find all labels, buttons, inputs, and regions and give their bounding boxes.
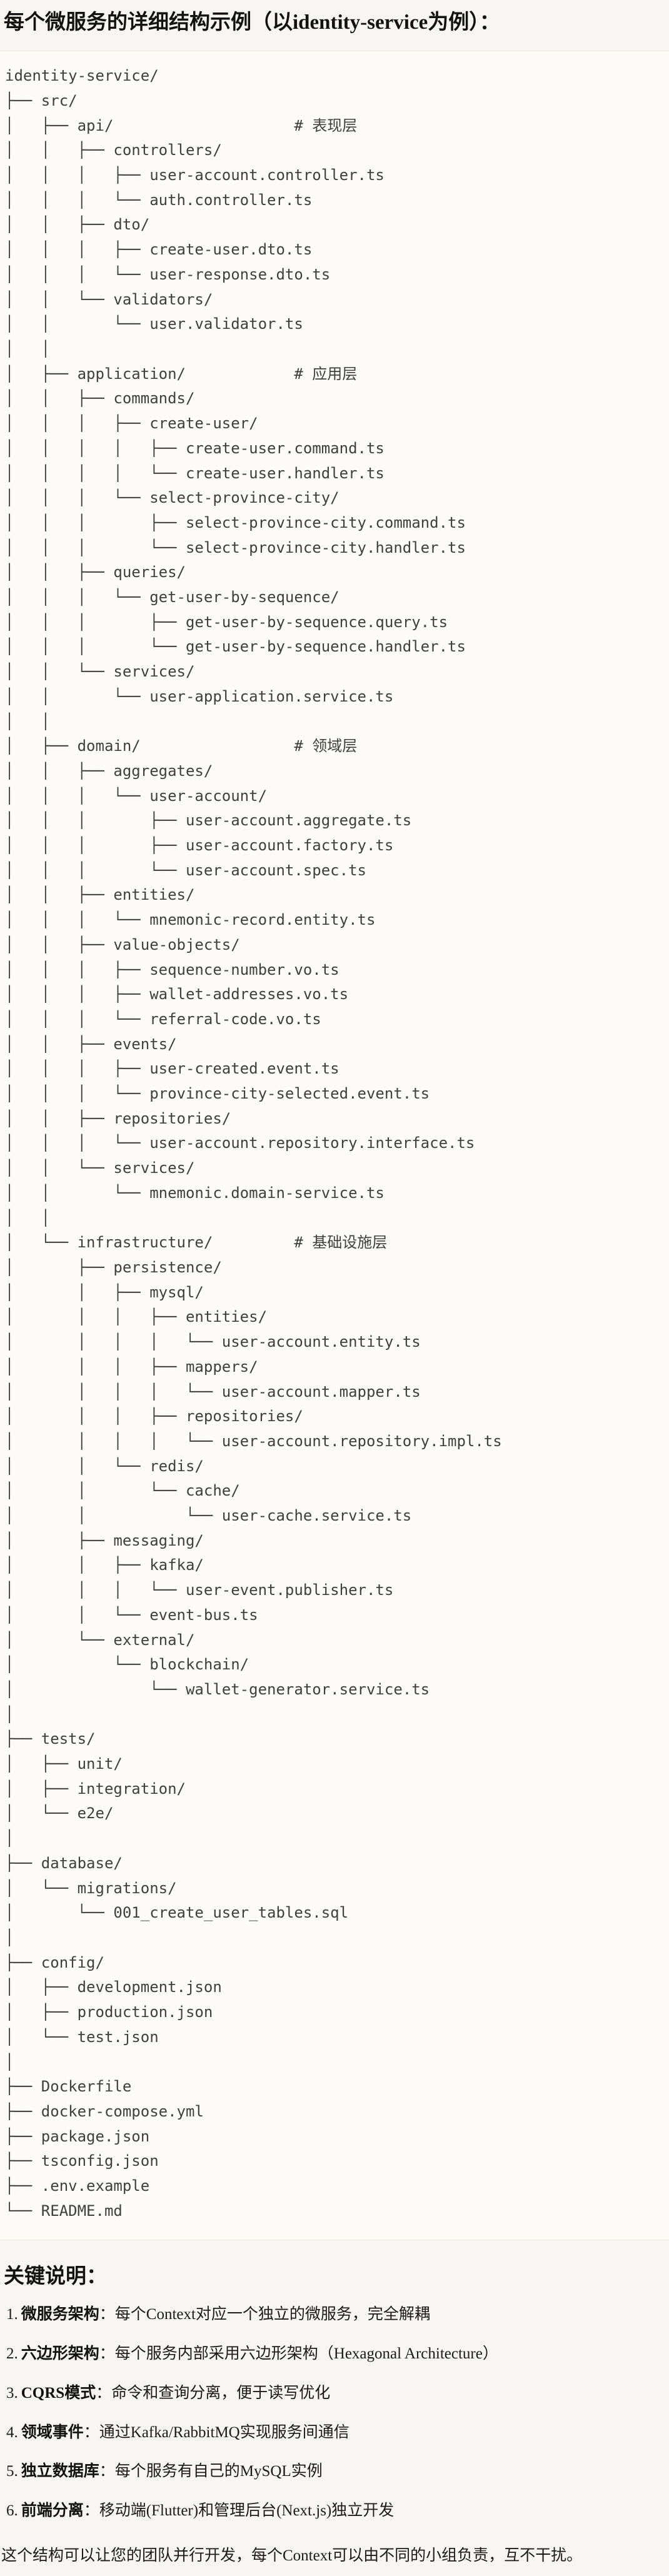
note-label: CQRS模式 <box>21 2384 96 2402</box>
directory-tree-block: identity-service/ ├── src/ │ ├── api/ # … <box>0 51 669 2241</box>
note-label: 六边形架构 <box>21 2345 99 2363</box>
note-item-domain-events: 4.领域事件：通过Kafka/RabbitMQ实现服务间通信 <box>6 2422 664 2443</box>
closing-paragraph: 这个结构可以让您的团队并行开发，每个Context可以由不同的小组负责，互不干扰… <box>1 2547 583 2564</box>
note-item-hexagonal: 2.六边形架构：每个服务内部采用六边形架构（Hexagonal Architec… <box>6 2343 664 2365</box>
note-text: ：命令和查询分离，便于读写优化 <box>96 2384 331 2402</box>
note-number: 2. <box>6 2345 18 2363</box>
note-label: 独立数据库 <box>21 2463 99 2480</box>
note-text: ：移动端(Flutter)和管理后台(Next.js)独立开发 <box>83 2502 395 2520</box>
notes-list: 1.微服务架构：每个Context对应一个独立的微服务，完全解耦 2.六边形架构… <box>0 2304 669 2522</box>
note-text: ：通过Kafka/RabbitMQ实现服务间通信 <box>83 2423 350 2441</box>
note-text: ：每个服务有自己的MySQL实例 <box>99 2463 323 2480</box>
note-number: 5. <box>6 2463 18 2480</box>
note-text: ：每个Context对应一个独立的微服务，完全解耦 <box>99 2306 430 2323</box>
note-number: 6. <box>6 2502 18 2520</box>
note-number: 4. <box>6 2423 18 2441</box>
note-item-frontend-separation: 6.前端分离：移动端(Flutter)和管理后台(Next.js)独立开发 <box>6 2500 664 2522</box>
note-item-cqrs: 3.CQRS模式：命令和查询分离，便于读写优化 <box>6 2383 664 2404</box>
note-number: 3. <box>6 2384 18 2402</box>
note-item-microservices: 1.微服务架构：每个Context对应一个独立的微服务，完全解耦 <box>6 2304 664 2325</box>
note-item-independent-db: 5.独立数据库：每个服务有自己的MySQL实例 <box>6 2461 664 2482</box>
directory-tree: identity-service/ ├── src/ │ ├── api/ # … <box>5 67 502 2220</box>
page-title: 每个微服务的详细结构示例（以identity-service为例）： <box>4 11 500 34</box>
note-text: ：每个服务内部采用六边形架构（Hexagonal Architecture） <box>99 2345 498 2363</box>
notes-heading: 关键说明： <box>4 2265 107 2288</box>
note-number: 1. <box>6 2306 18 2323</box>
note-label: 前端分离 <box>21 2502 84 2520</box>
note-label: 微服务架构 <box>21 2306 99 2323</box>
note-label: 领域事件 <box>21 2423 84 2441</box>
